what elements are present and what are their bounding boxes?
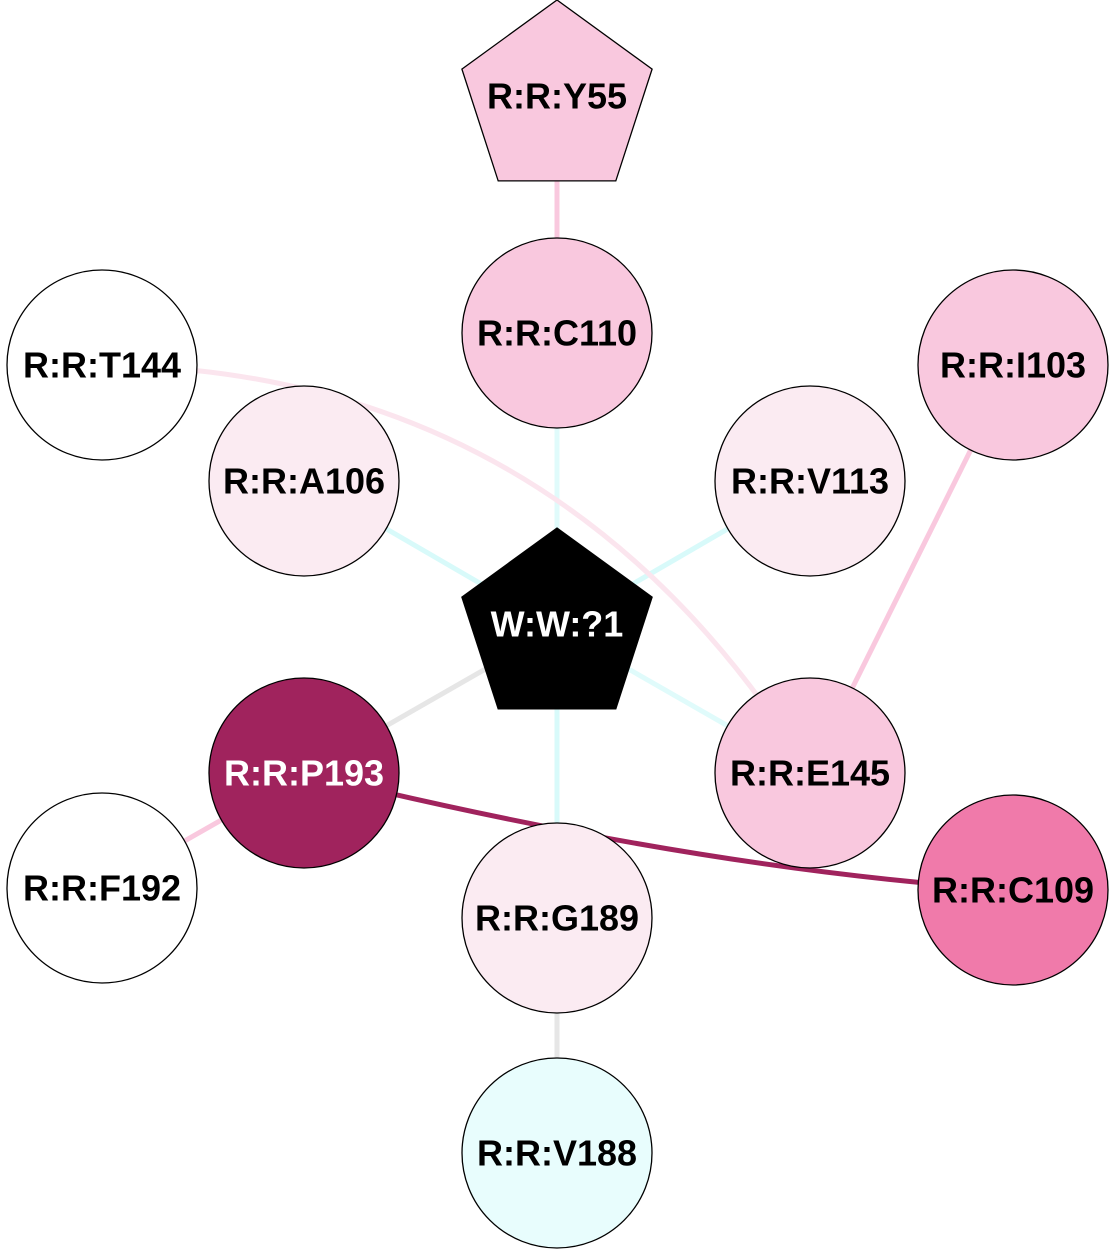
node-label: R:R:G189: [475, 898, 639, 939]
node-circle-shape: [917, 269, 1109, 461]
node-v113[interactable]: R:R:V113: [714, 385, 906, 577]
node-c109[interactable]: R:R:C109: [917, 794, 1109, 986]
node-circle-shape: [6, 269, 198, 461]
node-e145[interactable]: R:R:E145: [714, 677, 906, 869]
node-w1[interactable]: W:W:?1: [461, 527, 653, 710]
node-circle-shape: [714, 677, 906, 869]
node-label: R:R:I103: [940, 345, 1086, 386]
node-f192[interactable]: R:R:F192: [6, 792, 198, 984]
edge-t144-e145: [101, 362, 813, 775]
node-circle-shape: [714, 385, 906, 577]
node-y55[interactable]: R:R:Y55: [461, 0, 653, 182]
node-label: R:R:Y55: [487, 76, 627, 117]
node-a106[interactable]: R:R:A106: [208, 385, 400, 577]
node-g189[interactable]: R:R:G189: [461, 822, 653, 1014]
node-label: R:R:V188: [477, 1133, 637, 1174]
node-pentagon-shape: [461, 0, 653, 182]
node-t144[interactable]: R:R:T144: [6, 269, 198, 461]
node-i103[interactable]: R:R:I103: [917, 269, 1109, 461]
node-label: R:R:C110: [477, 313, 637, 354]
node-circle-shape: [208, 385, 400, 577]
edge-p193-c109: [303, 770, 1014, 893]
node-label: R:R:A106: [223, 461, 385, 502]
node-label: R:R:C109: [932, 870, 1094, 911]
node-label: R:R:T144: [23, 345, 181, 386]
node-v188[interactable]: R:R:V188: [461, 1057, 653, 1249]
node-label: R:R:E145: [730, 753, 890, 794]
node-circle-shape: [461, 237, 653, 429]
node-label: W:W:?1: [491, 604, 624, 645]
node-circle-shape: [208, 677, 400, 869]
node-circle-shape: [917, 794, 1109, 986]
node-label: R:R:P193: [224, 753, 384, 794]
node-pentagon-shape: [461, 527, 653, 710]
node-c110[interactable]: R:R:C110: [461, 237, 653, 429]
node-label: R:R:F192: [23, 868, 181, 909]
node-circle-shape: [461, 1057, 653, 1249]
node-p193[interactable]: R:R:P193: [208, 677, 400, 869]
node-circle-shape: [461, 822, 653, 1014]
node-circle-shape: [6, 792, 198, 984]
node-label: R:R:V113: [731, 461, 889, 502]
